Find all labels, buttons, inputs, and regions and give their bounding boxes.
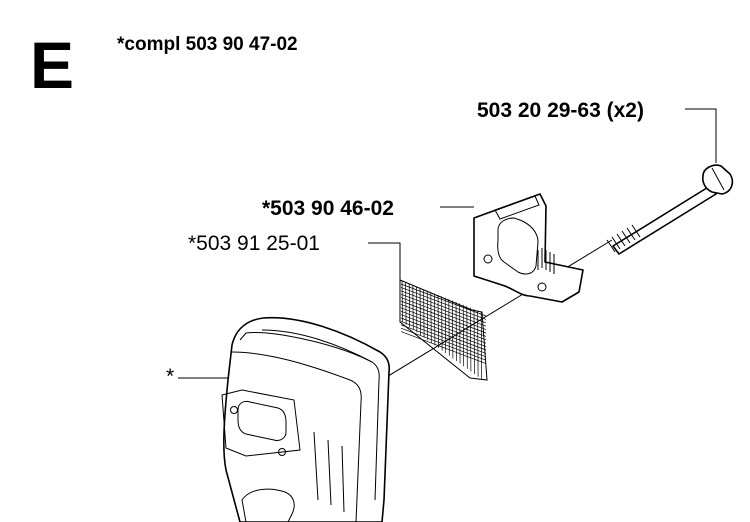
bolt-head-edge	[711, 167, 725, 191]
muffler-bolt-hole-right	[278, 448, 286, 456]
bracket-fins	[537, 248, 555, 274]
bracket-plate-body	[473, 193, 584, 303]
screen-leader-line	[368, 242, 401, 280]
muffler-top-bevel	[239, 332, 369, 361]
bracket-slot	[497, 217, 539, 275]
screen-callout: *503 91 25-01	[188, 232, 401, 280]
assembly-axis-line	[374, 239, 613, 385]
muffler-rim-line	[261, 329, 380, 501]
muffler-outlet	[241, 488, 295, 522]
muffler-callout: *	[166, 365, 232, 388]
bolt-callout: 503 20 29-63 (x2)	[477, 99, 717, 163]
muffler-drawing	[221, 316, 391, 522]
bolt-thread	[606, 224, 641, 253]
muffler-face-edge	[231, 351, 362, 522]
screen-outline	[399, 279, 488, 381]
bolt-part-number: 503 20 29-63 (x2)	[477, 99, 644, 122]
section-letter: E	[30, 28, 74, 102]
bracket-plate-drawing	[473, 193, 584, 303]
bolt-shank	[612, 185, 717, 255]
bolt-leader-line	[685, 108, 717, 163]
bracket-hole-left	[483, 254, 493, 264]
kit-number-label: *compl 503 90 47-02	[117, 34, 298, 55]
bolt-drawing	[606, 164, 734, 255]
muffler-bolt-hole-left	[230, 406, 238, 414]
muffler-exhaust-port	[237, 400, 287, 441]
bolt-head	[702, 164, 734, 195]
bracket-top-fold	[494, 195, 540, 220]
muffler-housing	[223, 316, 391, 522]
bracket-hole-right	[537, 282, 547, 292]
spark-arrestor-screen-drawing	[399, 279, 488, 381]
screen-mesh	[400, 280, 487, 380]
muffler-marker: *	[166, 365, 174, 388]
bracket-callout: *503 90 46-02	[262, 197, 474, 220]
screen-part-number: *503 91 25-01	[188, 232, 320, 255]
muffler-ribs	[313, 431, 345, 513]
muffler-port-flange	[221, 389, 301, 457]
bracket-part-number: *503 90 46-02	[262, 197, 394, 220]
